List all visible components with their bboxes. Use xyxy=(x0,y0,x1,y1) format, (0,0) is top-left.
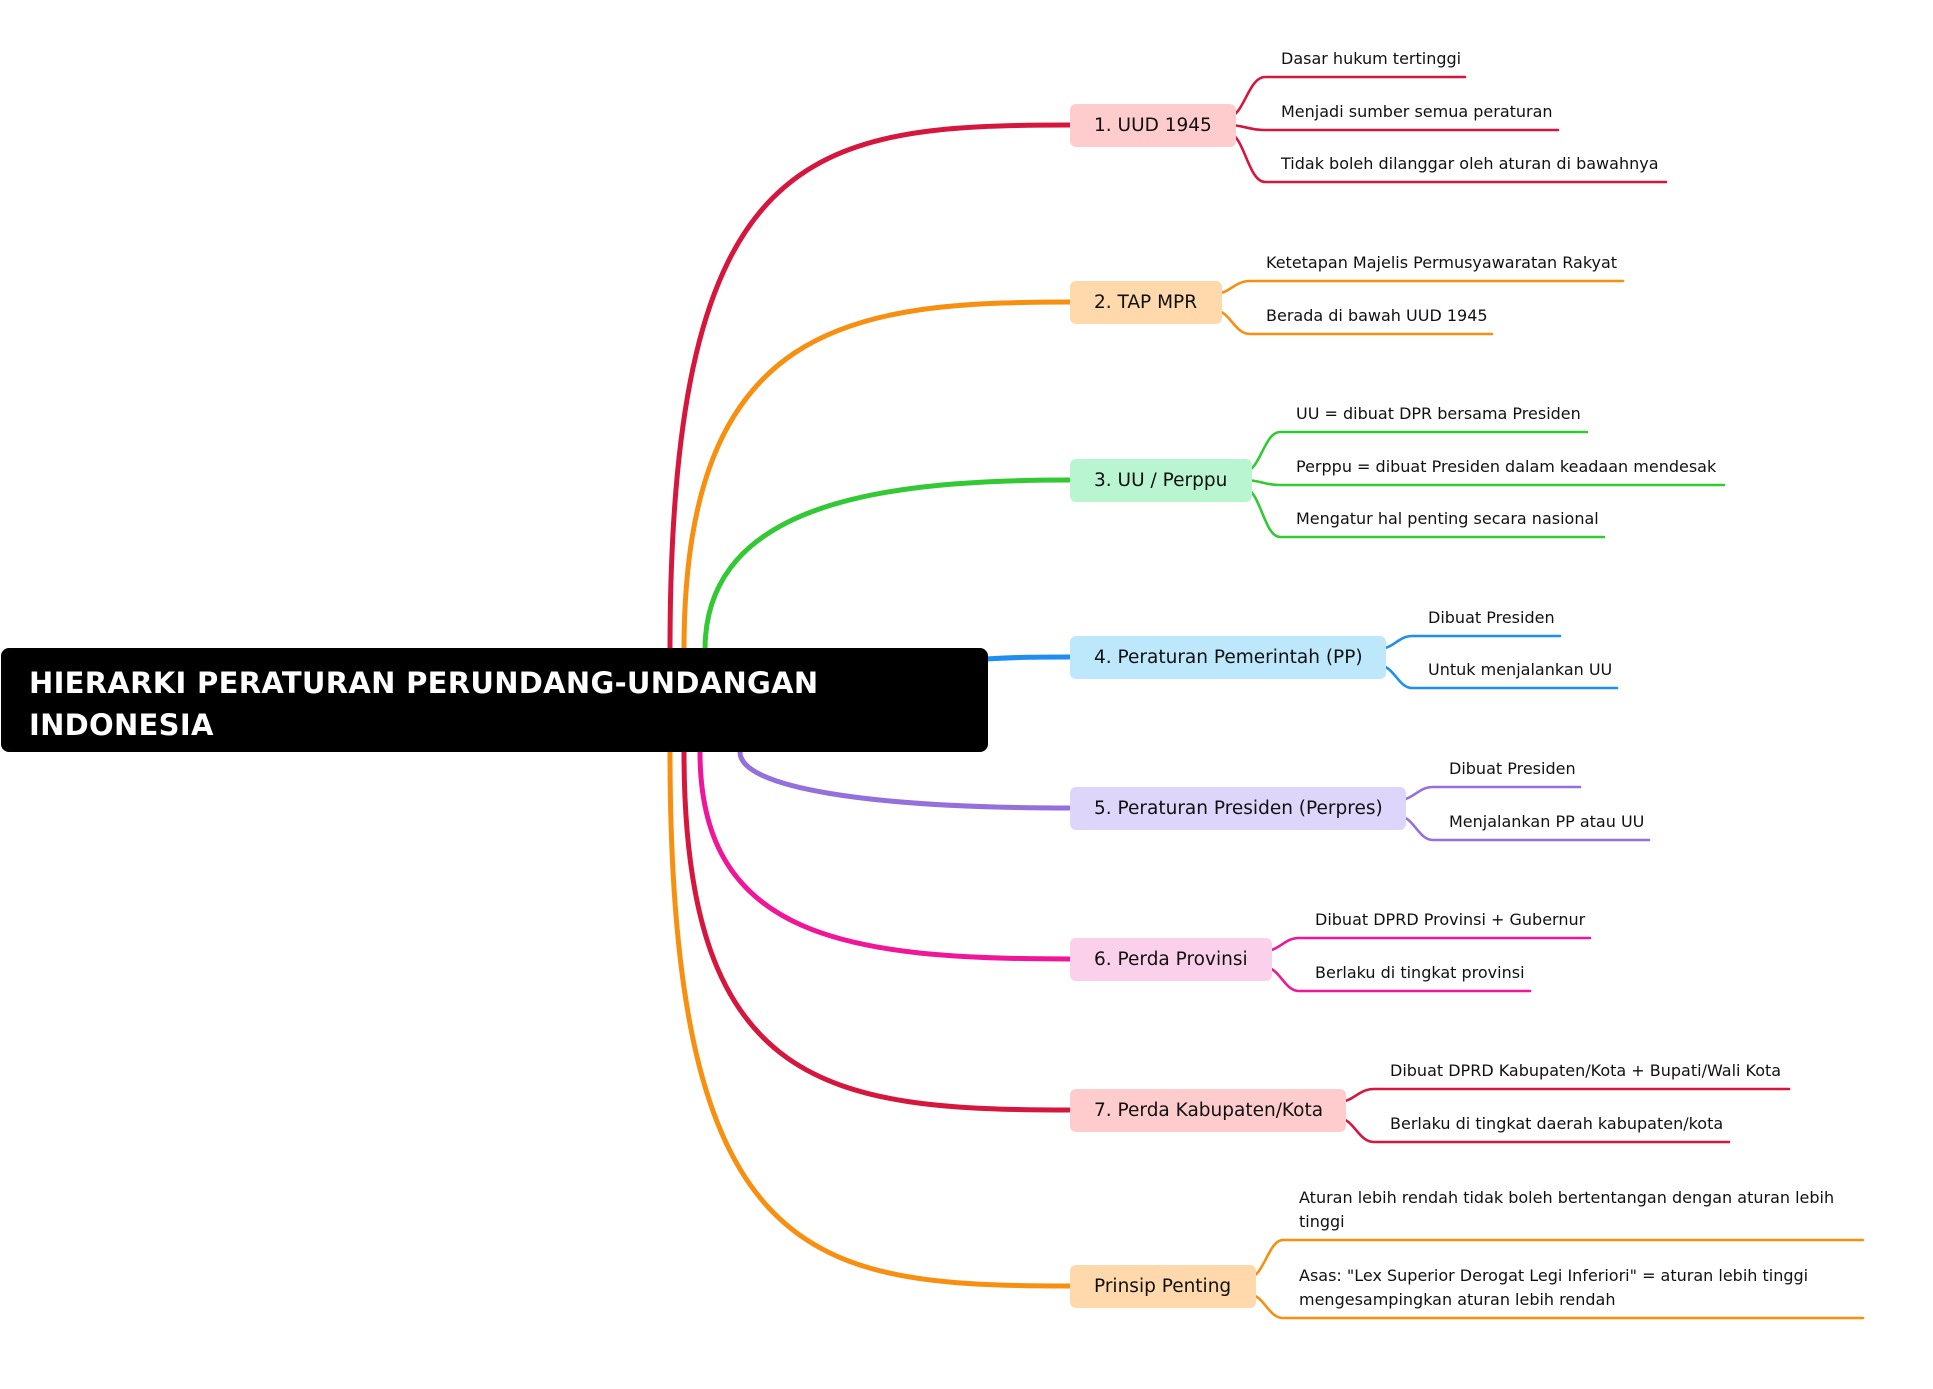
connector-branch-8 xyxy=(667,749,1073,1289)
connector-leaf-1-2 xyxy=(1226,123,1560,132)
branch-node-4[interactable]: 4. Peraturan Pemerintah (PP) xyxy=(1070,636,1386,679)
leaf-text-3-2: Perppu = dibuat Presiden dalam keadaan m… xyxy=(1296,457,1717,476)
leaf-text-1-2: Menjadi sumber semua peraturan xyxy=(1281,102,1553,121)
branch-node-1[interactable]: 1. UUD 1945 xyxy=(1070,104,1236,147)
branch-label: 7. Perda Kabupaten/Kota xyxy=(1094,1100,1324,1121)
branch-label: 4. Peraturan Pemerintah (PP) xyxy=(1094,647,1363,668)
leaf-text-8-2: Asas: "Lex Superior Derogat Legi Inferio… xyxy=(1299,1266,1809,1309)
branch-node-5[interactable]: 5. Peraturan Presiden (Perpres) xyxy=(1070,787,1406,830)
connector-leaf-2-1 xyxy=(1212,279,1625,296)
branch-node-3[interactable]: 3. UU / Perppu xyxy=(1070,459,1252,502)
branch-node-7[interactable]: 7. Perda Kabupaten/Kota xyxy=(1070,1089,1346,1132)
branch-label: 5. Peraturan Presiden (Perpres) xyxy=(1094,798,1383,819)
leaf-text-4-1: Dibuat Presiden xyxy=(1428,608,1555,627)
leaf-text-2-1: Ketetapan Majelis Permusyawaratan Rakyat xyxy=(1266,253,1618,272)
branch-node-6[interactable]: 6. Perda Provinsi xyxy=(1070,938,1272,981)
branch-node-2[interactable]: 2. TAP MPR xyxy=(1070,281,1222,324)
branch-label: 6. Perda Provinsi xyxy=(1094,949,1248,970)
leaf-text-6-2: Berlaku di tingkat provinsi xyxy=(1315,963,1525,982)
connector-leaf-6-1 xyxy=(1262,936,1592,953)
leaf-text-3-1: UU = dibuat DPR bersama Presiden xyxy=(1296,404,1581,423)
connector-branch-2 xyxy=(681,299,1073,653)
branch-label: Prinsip Penting xyxy=(1094,1276,1232,1297)
leaf-text-1-1: Dasar hukum tertinggi xyxy=(1281,49,1462,68)
connector-leaf-5-1 xyxy=(1396,785,1582,802)
branch-node-8[interactable]: Prinsip Penting xyxy=(1070,1265,1256,1308)
connector-branch-3 xyxy=(702,477,1073,653)
branch-label: 1. UUD 1945 xyxy=(1094,115,1212,136)
leaf-text-4-2: Untuk menjalankan UU xyxy=(1428,660,1613,679)
leaf-text-2-2: Berada di bawah UUD 1945 xyxy=(1266,306,1488,325)
branch-label: 3. UU / Perppu xyxy=(1094,470,1228,491)
central-topic-title: HIERARKI PERATURAN PERUNDANG-UNDANGAN IN… xyxy=(29,666,819,742)
central-topic[interactable]: HIERARKI PERATURAN PERUNDANG-UNDANGAN IN… xyxy=(1,648,988,752)
connector-branch-6 xyxy=(697,749,1073,962)
connector-leaf-4-1 xyxy=(1376,634,1562,651)
connector-leaf-3-2 xyxy=(1242,478,1726,487)
connector-branch-7 xyxy=(681,749,1073,1113)
connector-branch-4 xyxy=(982,654,1073,662)
branch-label: 2. TAP MPR xyxy=(1094,292,1198,313)
leaf-text-7-2: Berlaku di tingkat daerah kabupaten/kota xyxy=(1390,1114,1724,1133)
leaf-text-3-3: Mengatur hal penting secara nasional xyxy=(1296,509,1599,528)
leaf-text-7-1: Dibuat DPRD Kabupaten/Kota + Bupati/Wali… xyxy=(1390,1061,1782,1080)
leaf-text-6-1: Dibuat DPRD Provinsi + Gubernur xyxy=(1315,910,1586,929)
leaf-text-5-1: Dibuat Presiden xyxy=(1449,759,1576,778)
leaf-text-1-3: Tidak boleh dilanggar oleh aturan di baw… xyxy=(1281,154,1659,173)
connector-branch-5 xyxy=(737,749,1073,811)
leaf-text-8-1: Aturan lebih rendah tidak boleh bertenta… xyxy=(1299,1188,1835,1231)
connector-leaf-7-1 xyxy=(1336,1087,1791,1104)
leaf-text-5-2: Menjalankan PP atau UU xyxy=(1449,812,1645,831)
connector-branch-1 xyxy=(667,122,1073,653)
